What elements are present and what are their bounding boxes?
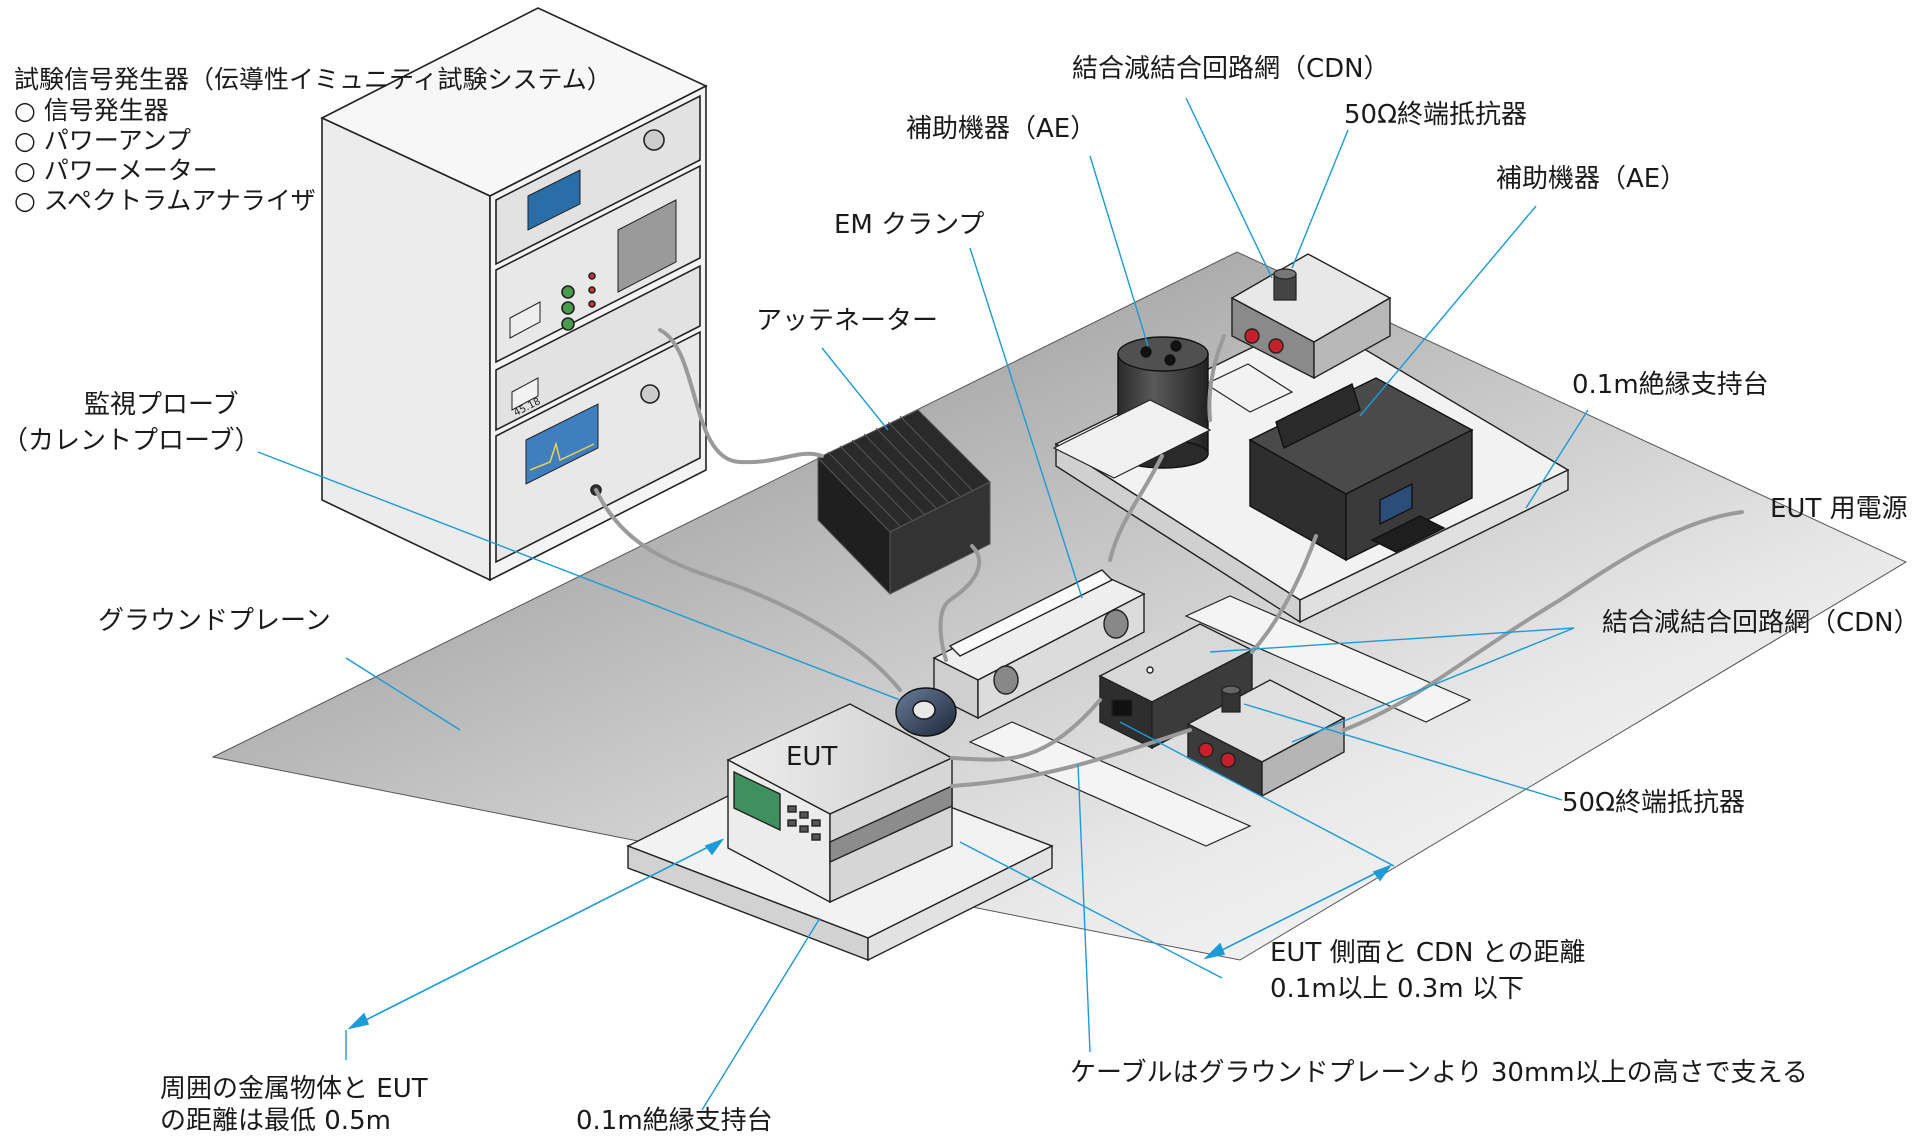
current-probe-icon bbox=[895, 687, 957, 737]
dimension-arrows bbox=[347, 838, 1393, 1030]
ae-left-label: 補助機器（AE） bbox=[906, 114, 1097, 144]
leader-monitor-probe bbox=[257, 451, 901, 701]
eut-cdn-distance-value: 0.1m以上 0.3m 以下 bbox=[1270, 974, 1524, 1004]
eut-cdn-distance-label: EUT 側面と CDN との距離 bbox=[1270, 938, 1586, 968]
leader-ae-left bbox=[1089, 155, 1149, 347]
leader-em-clamp bbox=[969, 247, 1083, 599]
leader-distance-cdn-a bbox=[959, 841, 1223, 979]
leader-term-top bbox=[1291, 129, 1349, 269]
cdn-box-front bbox=[1098, 623, 1254, 750]
monitor-probe-sublabel: （カレントプローブ） bbox=[2, 426, 261, 456]
metal-distance-label: 周囲の金属物体と EUT bbox=[160, 1074, 428, 1104]
metal-distance-value: の距離は最低 0.5m bbox=[160, 1106, 391, 1136]
cable-support bbox=[968, 595, 1472, 847]
top-cdn-support bbox=[1204, 363, 1294, 413]
cdn-icon bbox=[1186, 679, 1346, 798]
terminator-icon bbox=[1273, 268, 1297, 301]
eut-power-label: EUT 用電源 bbox=[1770, 494, 1908, 524]
monitor-probe-label: 監視プローブ bbox=[84, 390, 239, 420]
ground-plane-label: グラウンドプレーン bbox=[98, 606, 331, 636]
leader-ae-right bbox=[1359, 205, 1537, 417]
terminator-right-label: 50Ω終端抵抗器 bbox=[1562, 788, 1745, 818]
cdn-right-label: 結合減結合回路網（CDN） bbox=[1602, 608, 1920, 638]
leader-lines bbox=[257, 97, 1589, 1111]
arrow-eut-cdn-distance bbox=[1205, 865, 1391, 959]
support-right-label: 0.1m絶縁支持台 bbox=[1572, 370, 1769, 400]
leader-distance-cdn-b bbox=[1119, 721, 1395, 867]
em-clamp-label: EM クランプ bbox=[834, 210, 985, 240]
generator-item-amplifier: ○ パワーアンプ bbox=[14, 126, 192, 155]
leader-support-bottom bbox=[701, 917, 821, 1111]
ae-right-label: 補助機器（AE） bbox=[1496, 164, 1687, 194]
generator-item-analyzer: ○ スペクトラムアナライザ bbox=[14, 186, 316, 215]
terminator-icon bbox=[1221, 685, 1241, 713]
leader-ground-plane bbox=[345, 657, 461, 731]
rack-icon bbox=[320, 7, 708, 582]
cable-height-label: ケーブルはグラウンドプレーンより 30mm以上の高さで支える bbox=[1070, 1058, 1808, 1088]
attenuator-label: アッテネーター bbox=[756, 306, 939, 336]
leader-cable-height bbox=[1077, 763, 1091, 1053]
leader-support-right bbox=[1525, 409, 1589, 509]
arrow-metal-distance bbox=[349, 839, 723, 1029]
attenuator-icon bbox=[817, 409, 991, 596]
generator-title: 試験信号発生器（伝導性イミュニティ試験システム） bbox=[14, 65, 612, 94]
eut-icon bbox=[726, 703, 954, 904]
cdn-top-label: 結合減結合回路網（CDN） bbox=[1072, 54, 1390, 84]
cables bbox=[594, 328, 1744, 788]
ae-printer-icon bbox=[1248, 377, 1474, 562]
leader-term-right bbox=[1243, 703, 1563, 801]
leader-cdn-right-a bbox=[1209, 627, 1575, 653]
leader-attenuator bbox=[821, 347, 889, 431]
leader-cdn-right-b bbox=[1291, 627, 1575, 743]
generator-item-powermeter: ○ パワーメーター bbox=[14, 156, 218, 185]
generator-item-signal: ○ 信号発生器 bbox=[14, 96, 169, 125]
leader-cdn-top bbox=[1185, 97, 1273, 279]
em-clamp-icon bbox=[932, 569, 1146, 720]
terminator-top-label: 50Ω終端抵抗器 bbox=[1344, 100, 1527, 130]
support-bottom-label: 0.1m絶縁支持台 bbox=[576, 1106, 773, 1136]
eut-label: EUT bbox=[786, 742, 838, 772]
ae-support bbox=[1052, 399, 1212, 479]
